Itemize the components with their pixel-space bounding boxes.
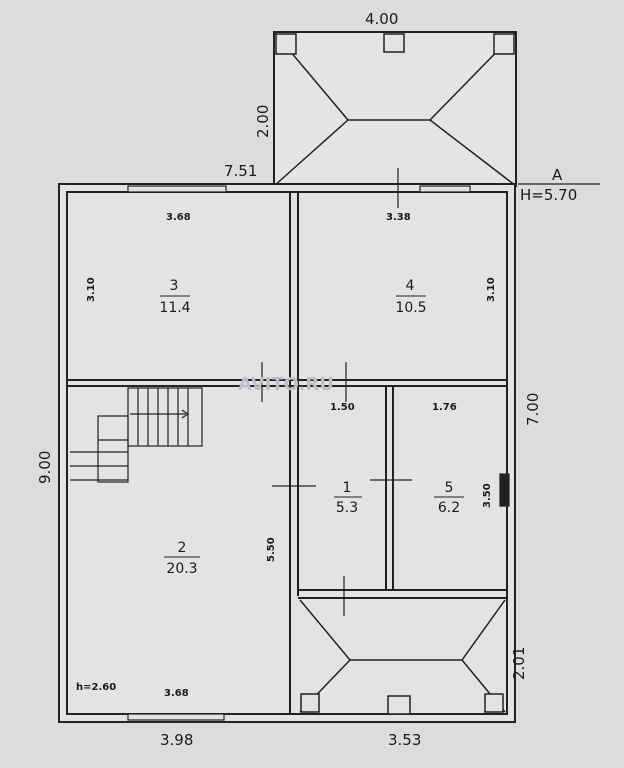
room-area: 20.3 [166,561,197,577]
room-dim-side: 3.10 [86,277,97,302]
room-dim-side: 3.50 [482,483,493,508]
room-dim-top: 1.76 [432,402,457,413]
outer-walls [58,183,516,723]
bottom-porch [299,599,506,715]
room-1: 1 5.3 1.50 [330,402,362,516]
room-5: 5 6.2 1.76 3.50 [432,402,493,516]
room-number: 3 [170,278,179,294]
dim-top-porch-depth: 2.00 [254,105,272,138]
staircase [70,387,203,483]
room-3: 3 11.4 3.68 3.10 [86,212,191,316]
dim-right-depth: 7.00 [524,393,542,426]
room-area: 10.5 [395,300,426,316]
room-dim-side: 5.50 [266,537,277,562]
room-area: 6.2 [438,500,460,516]
dim-bottom-left-width: 3.98 [160,731,193,749]
dim-bottom-porch-depth: 2.01 [510,647,528,680]
room-4: 4 10.5 3.38 3.10 [386,212,497,316]
room-number: 5 [445,480,454,496]
room-area: 5.3 [336,500,358,516]
room-dim-top: 1.50 [330,402,355,413]
dim-overall-width-top: 7.51 [224,162,257,180]
room-area: 11.4 [159,300,190,316]
room-dim-bottom: 3.68 [164,688,189,699]
dim-bottom-right-width: 3.53 [388,731,421,749]
ceiling-height: h=2.60 [76,682,116,693]
level-height: H=5.70 [520,186,577,204]
dim-overall-depth-left: 9.00 [36,451,54,484]
interior-walls [67,192,507,714]
room-dim-side: 3.10 [486,277,497,302]
room-dim-top: 3.38 [386,212,411,223]
room-number: 2 [178,540,187,556]
room-number: 1 [343,480,352,496]
top-porch [273,31,517,187]
door-marks [261,168,412,616]
room-number: 4 [406,278,415,294]
windows [127,185,510,721]
room-dim-top: 3.68 [166,212,191,223]
level-letter: A [552,166,563,184]
room-2: 2 20.3 3.68 5.50 [164,537,277,699]
dim-top-porch-width: 4.00 [365,10,398,28]
watermark: AVITO.RU [238,374,334,395]
